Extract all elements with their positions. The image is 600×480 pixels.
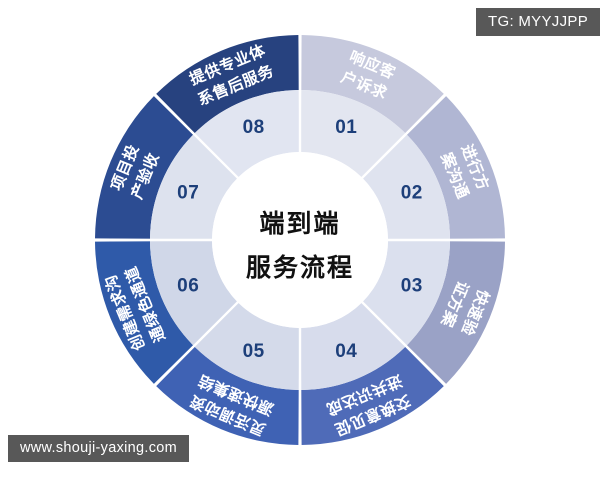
watermark-top-right: TG: MYYJJPP	[476, 8, 600, 36]
segment-number-03: 03	[401, 275, 423, 296]
process-wheel: 响应客 户诉求 进行方 案沟通 快速验 证方案 交换意见促 进共识达成 灵活调动…	[50, 20, 550, 460]
inner-segment-06	[150, 240, 238, 346]
inner-segment-02	[362, 134, 450, 240]
outer-segment-01[interactable]	[301, 35, 444, 134]
outer-segment-05[interactable]	[156, 346, 299, 445]
outer-segment-08[interactable]	[156, 35, 299, 134]
inner-segment-08	[194, 90, 300, 178]
center-title-line2: 服务流程	[246, 254, 354, 282]
segment-number-02: 02	[401, 183, 423, 204]
ring-dividers	[93, 33, 507, 447]
outer-segment-03[interactable]	[406, 241, 505, 384]
ring-divider	[152, 299, 241, 388]
segment-number-06: 06	[177, 275, 199, 296]
segment-number-07: 07	[177, 183, 199, 204]
inner-segment-01	[300, 90, 406, 178]
inner-segment-04	[300, 302, 406, 390]
ring-divider	[152, 92, 241, 181]
watermark-bottom-left: www.shouji-yaxing.com	[8, 435, 189, 462]
center-title-line1: 端到端	[259, 210, 340, 238]
outer-segment-06[interactable]	[95, 241, 194, 384]
inner-segment-03	[362, 240, 450, 346]
center-text: 端到端 服务流程	[246, 210, 354, 282]
outer-ring	[95, 35, 505, 445]
segment-number-01: 01	[335, 117, 357, 138]
donut-chart: 响应客 户诉求 进行方 案沟通 快速验 证方案 交换意见促 进共识达成 灵活调动…	[93, 33, 507, 447]
center-hub	[212, 152, 388, 328]
outer-segment-02[interactable]	[406, 96, 505, 239]
segment-numbers: 01 02 03 04 05 06 07 08	[177, 117, 423, 362]
ring-divider	[359, 92, 448, 181]
inner-segment-07	[150, 134, 238, 240]
inner-segment-05	[194, 302, 300, 390]
segment-number-05: 05	[243, 341, 265, 362]
ring-divider	[359, 299, 448, 388]
segment-number-08: 08	[243, 117, 265, 138]
inner-ring	[150, 90, 450, 390]
segment-number-04: 04	[335, 341, 357, 362]
outer-segment-04[interactable]	[301, 346, 444, 445]
outer-segment-07[interactable]	[95, 96, 194, 239]
